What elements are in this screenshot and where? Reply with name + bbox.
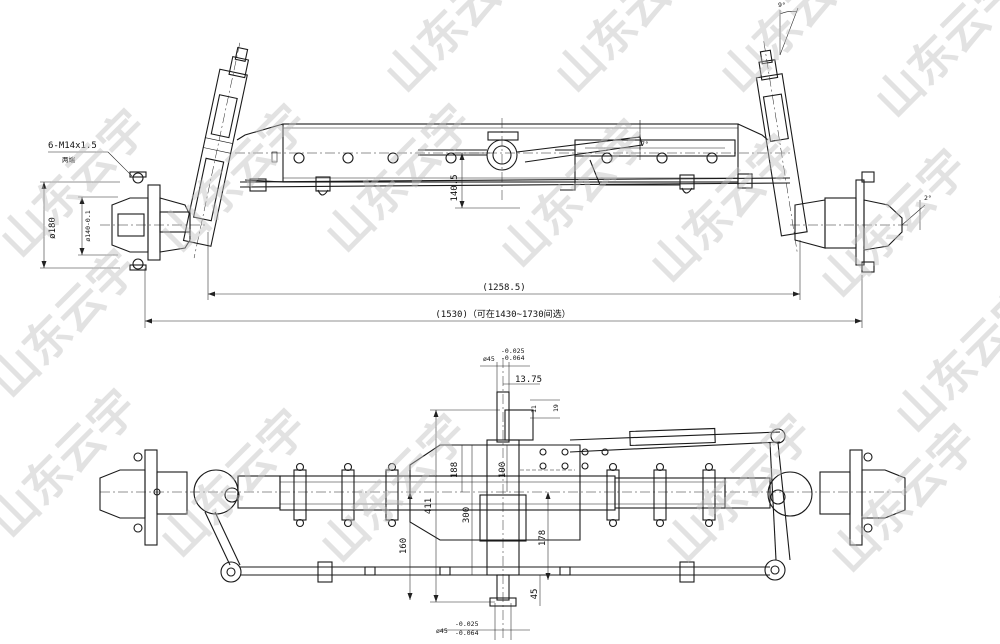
top-view: 6-M14x1.5 两端 ø180 ø140-0.1 140.5 (40, 1, 932, 328)
dim-13-75: 13.75 (515, 375, 542, 385)
dim-45: 45 (530, 589, 540, 600)
right-hub-bottom (724, 449, 906, 546)
dim-span-inner: (1258.5) (482, 283, 525, 293)
angle-arm: 7° (641, 140, 649, 148)
watermark-text: 山东云宇 (375, 0, 543, 103)
span-dims: (1258.5) (1530)（可在1430~1730间选） (144, 232, 863, 328)
tie-rod-top (239, 173, 791, 196)
angle-dims: 9° 7° 2° (639, 1, 932, 230)
watermark-text: 山东云宇 (0, 99, 158, 267)
thread-note: 两端 (62, 155, 76, 164)
center-pivot (418, 118, 519, 200)
height-dim: 140.5 (450, 152, 520, 209)
u-bolts (293, 462, 716, 528)
dia-top-tol-upper: -0.025 (501, 347, 525, 355)
watermark-text: 山东云宇 (865, 0, 1000, 128)
watermark-text: 山东云宇 (0, 239, 148, 407)
angle-kingpin: 9° (778, 1, 786, 9)
thread-label: 6-M14x1.5 (48, 141, 97, 151)
dim-300: 300 (462, 507, 472, 523)
watermark-text: 山东云宇 (150, 94, 318, 262)
dia-bottom: ø45 (436, 627, 448, 635)
dim-flange-outer: ø180 (48, 217, 58, 239)
dim-19: 19 (552, 404, 560, 412)
dia-bottom-tol-lower: -0.064 (455, 629, 479, 637)
dim-100: 100 (498, 462, 508, 478)
bottom-view: ø45 -0.025 -0.064 13.75 19 11 411 188 10… (99, 347, 910, 640)
watermark-text: 山东云宇 (490, 109, 658, 277)
left-hub-bottom (99, 449, 281, 566)
left-knuckle (182, 42, 250, 259)
dia-bottom-tol-upper: -0.025 (455, 620, 479, 628)
dim-188: 188 (450, 462, 460, 478)
watermark-text: 山东云宇 (545, 0, 713, 103)
beam-holes (271, 151, 718, 164)
watermark-text: 山东云宇 (820, 414, 988, 582)
bottom-dims: ø45 -0.025 -0.064 13.75 19 11 411 188 10… (399, 347, 560, 637)
right-knuckle (755, 41, 808, 254)
thread-callout: 6-M14x1.5 两端 (48, 141, 133, 177)
watermark-text: 山东云宇 (885, 274, 1000, 442)
dim-11: 11 (530, 405, 538, 413)
tie-rod-bottom (220, 559, 786, 583)
dia-top-tol-lower: -0.064 (501, 354, 525, 362)
left-hub (100, 171, 205, 271)
watermark-text: 山东云宇 (710, 0, 878, 103)
right-hub (790, 171, 910, 273)
dim-178: 178 (538, 530, 548, 546)
dia-top: ø45 (483, 355, 495, 363)
dim-height: 140.5 (450, 174, 460, 201)
watermark-text: 山东云宇 (810, 139, 978, 307)
angle-camber: 2° (924, 194, 932, 202)
dim-160: 160 (399, 538, 409, 554)
flange-dims: ø180 ø140-0.1 (40, 181, 120, 269)
dim-flange-inner: ø140-0.1 (84, 210, 92, 241)
watermark-text: 山东云宇 (150, 399, 318, 567)
watermark-text: 山东云宇 (640, 124, 808, 292)
dim-span-outer: (1530)（可在1430~1730间选） (435, 308, 570, 320)
dim-411: 411 (424, 498, 434, 514)
watermark-text: 山东云宇 (0, 379, 148, 547)
watermark-text: 山东云宇 (310, 404, 478, 572)
